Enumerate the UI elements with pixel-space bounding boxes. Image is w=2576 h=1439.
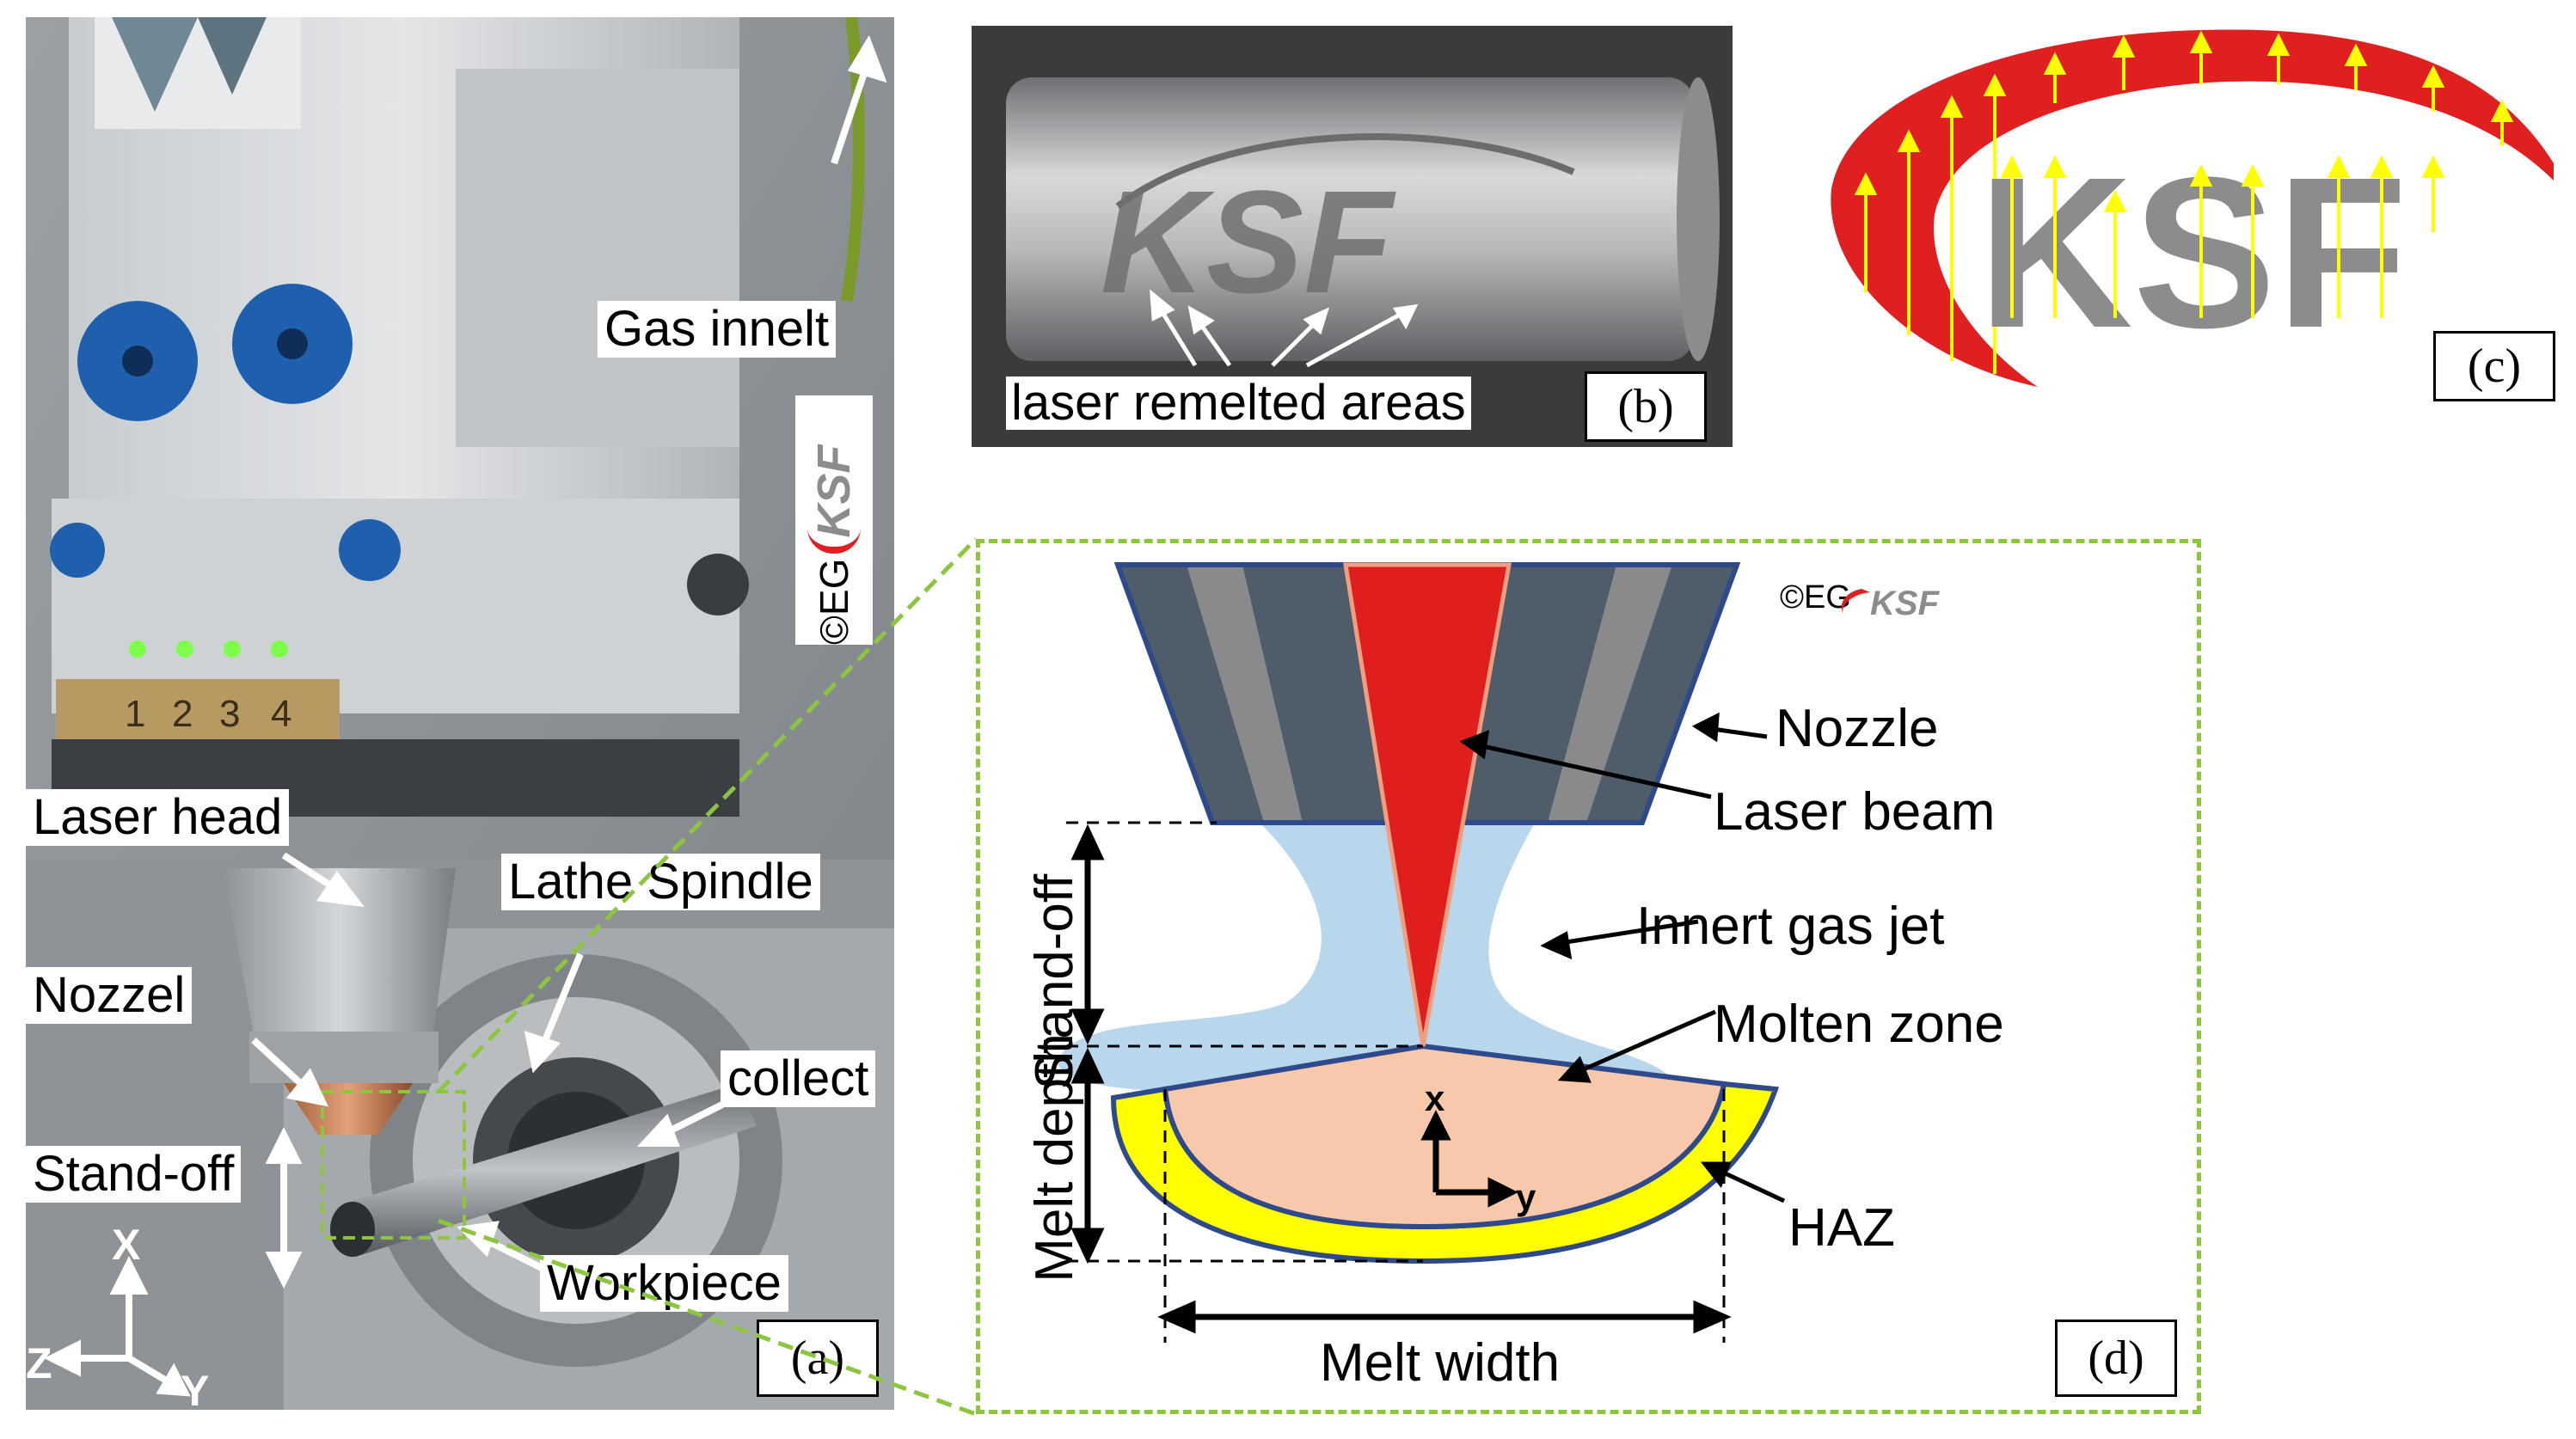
label-laser-beam: Laser beam <box>1714 782 1996 842</box>
axis-y-label: Y <box>181 1367 209 1410</box>
panel-a-tag: (a) <box>757 1320 879 1397</box>
axis-z-label: Z <box>26 1339 52 1387</box>
panel-d-frame <box>976 539 2201 1414</box>
local-axis-x: x <box>1425 1078 1445 1118</box>
panel-a-axes <box>44 1256 191 1397</box>
panel-a-watermark: ©EG KSF <box>795 395 873 645</box>
label-nozzle: Nozzel <box>26 967 193 1024</box>
label-melt-width: Melt width <box>1320 1333 1561 1393</box>
panel-a-photo: 1 2 3 4 <box>26 16 894 1415</box>
scale-digit-1: 1 <box>125 693 145 735</box>
panel-d-watermark-ksf: KSF <box>1870 585 1941 622</box>
panel-b-arrows <box>1150 289 1419 368</box>
panel-a-arrows <box>251 34 887 1289</box>
label-standoff-a: Stand-off <box>26 1146 242 1203</box>
panel-c-tag: (c) <box>2433 331 2555 401</box>
label-gas-inlet: Gas innelt <box>598 301 837 358</box>
label-laser-head: Laser head <box>26 789 290 846</box>
panel-b-tag: (b) <box>1585 371 1707 442</box>
label-collect: collect <box>721 1050 876 1107</box>
panel-d-tag: (d) <box>2055 1320 2177 1397</box>
label-melt-depth: Melt depth <box>1025 1033 1084 1283</box>
label-workpiece: Workpiece <box>540 1255 788 1312</box>
local-axes <box>1420 1110 1518 1208</box>
label-standoff-d: Stand-off <box>1025 873 1084 1089</box>
label-haz: HAZ <box>1788 1198 1895 1258</box>
axis-x-label: X <box>112 1221 140 1269</box>
label-innert-gas-jet: Innert gas jet <box>1636 897 1945 956</box>
scale-digit-4: 4 <box>271 693 291 735</box>
scale-digit-2: 2 <box>172 693 193 735</box>
panel-d-watermark-copyright: ©EG <box>1780 579 1851 615</box>
label-molten-zone: Molten zone <box>1714 995 2004 1054</box>
laser-beam <box>1343 562 1512 1047</box>
engraved-ksf: KSF <box>1101 161 1396 324</box>
nozzle-left-light <box>1187 565 1303 823</box>
local-axis-y: y <box>1516 1177 1536 1217</box>
label-laser-remelted-areas: laser remelted areas <box>1006 377 1471 430</box>
scale-digit-3: 3 <box>219 693 240 735</box>
panel-c-logo: KSF <box>1814 17 2554 404</box>
arc-arrows <box>1854 30 2514 374</box>
machine-photo-illustration: 1 2 3 4 <box>26 16 894 1415</box>
laser-remelting-schematic: x y Stand-off Melt depth ©EG KSF <box>1025 562 1941 1343</box>
label-nozzle-d: Nozzle <box>1776 699 1939 758</box>
nozzle-right-light <box>1548 565 1672 823</box>
letter-arrows <box>2000 155 2445 318</box>
